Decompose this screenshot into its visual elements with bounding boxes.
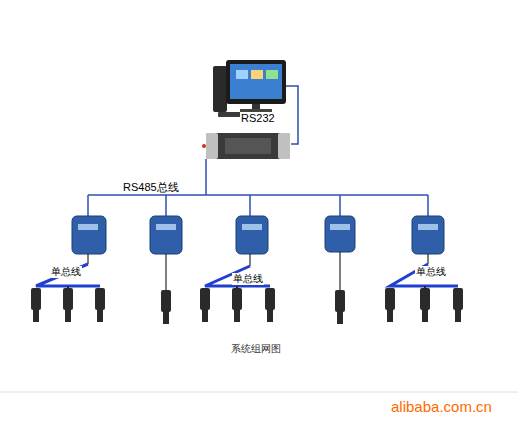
converter-icon (202, 133, 290, 159)
wire-label: 单总线 (232, 273, 264, 285)
watermark: alibaba.com.cn (390, 398, 493, 416)
computer-icon (213, 60, 286, 117)
figure-caption: 系统组网图 (230, 343, 282, 355)
wire-label: 单总线 (50, 266, 82, 278)
bus-label: RS485总线 (122, 181, 180, 194)
wire-label: 单总线 (415, 266, 447, 278)
module-icons (72, 216, 444, 254)
interface-label: RS232 (240, 112, 276, 125)
